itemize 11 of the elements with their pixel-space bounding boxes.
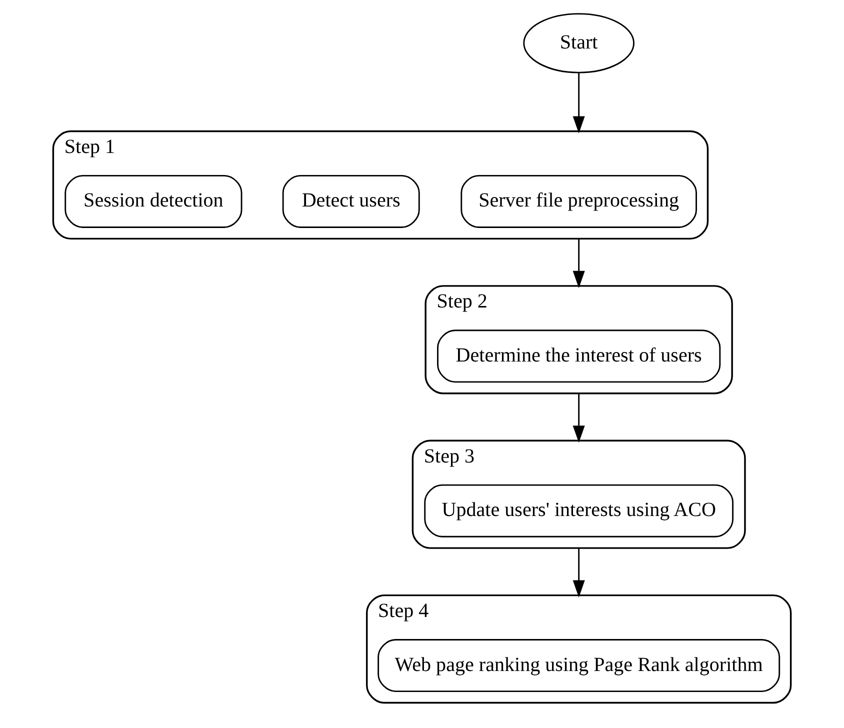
node-box: Session detection	[64, 174, 242, 228]
node-ellipse: Start	[523, 13, 634, 74]
node-box: Detect users	[282, 174, 420, 228]
arrow	[572, 548, 585, 598]
node-box: Update users' interests using ACO	[424, 484, 734, 538]
arrow	[572, 393, 585, 443]
node-box: Web page ranking using Page Rank algorithm	[378, 639, 780, 692]
arrow	[572, 238, 585, 288]
arrow	[572, 72, 585, 134]
node-box: Determine the interest of users	[437, 330, 721, 383]
node-box: Server file preprocessing	[460, 174, 697, 228]
